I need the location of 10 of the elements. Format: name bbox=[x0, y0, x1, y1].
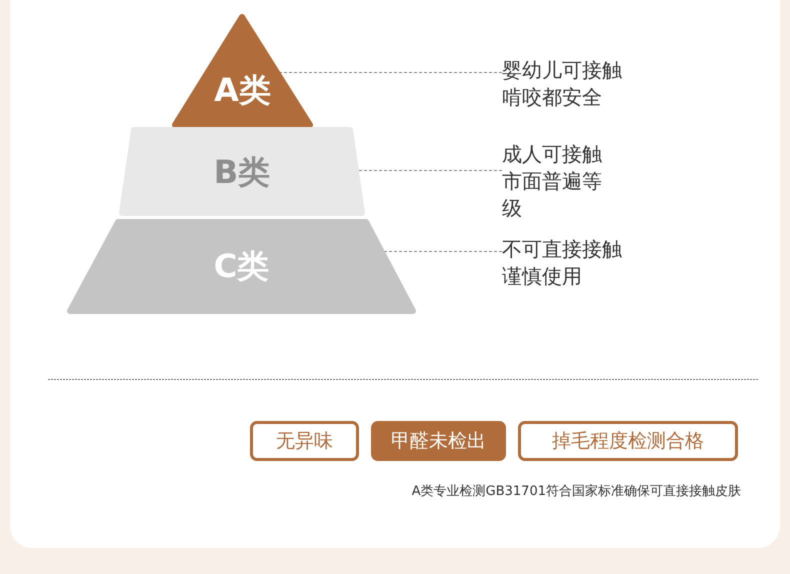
tier-description: 婴幼儿可接触啃咬都安全 bbox=[502, 57, 623, 111]
tier-label: A类 bbox=[213, 72, 272, 108]
tier-description: 成人可接触市面普遍等级 bbox=[502, 141, 603, 222]
footnote: A类专业检测GB31701符合国家标准确保可直接接触皮肤 bbox=[410, 483, 741, 500]
feature-badge: 无异味 bbox=[250, 421, 359, 461]
feature-badge: 掉毛程度检测合格 bbox=[518, 421, 738, 461]
tier-label: B类 bbox=[212, 154, 272, 190]
tier-description: 不可直接接触谨慎使用 bbox=[502, 236, 623, 290]
feature-badge: 甲醛未检出 bbox=[371, 421, 506, 461]
tier-label: C类 bbox=[212, 248, 270, 284]
